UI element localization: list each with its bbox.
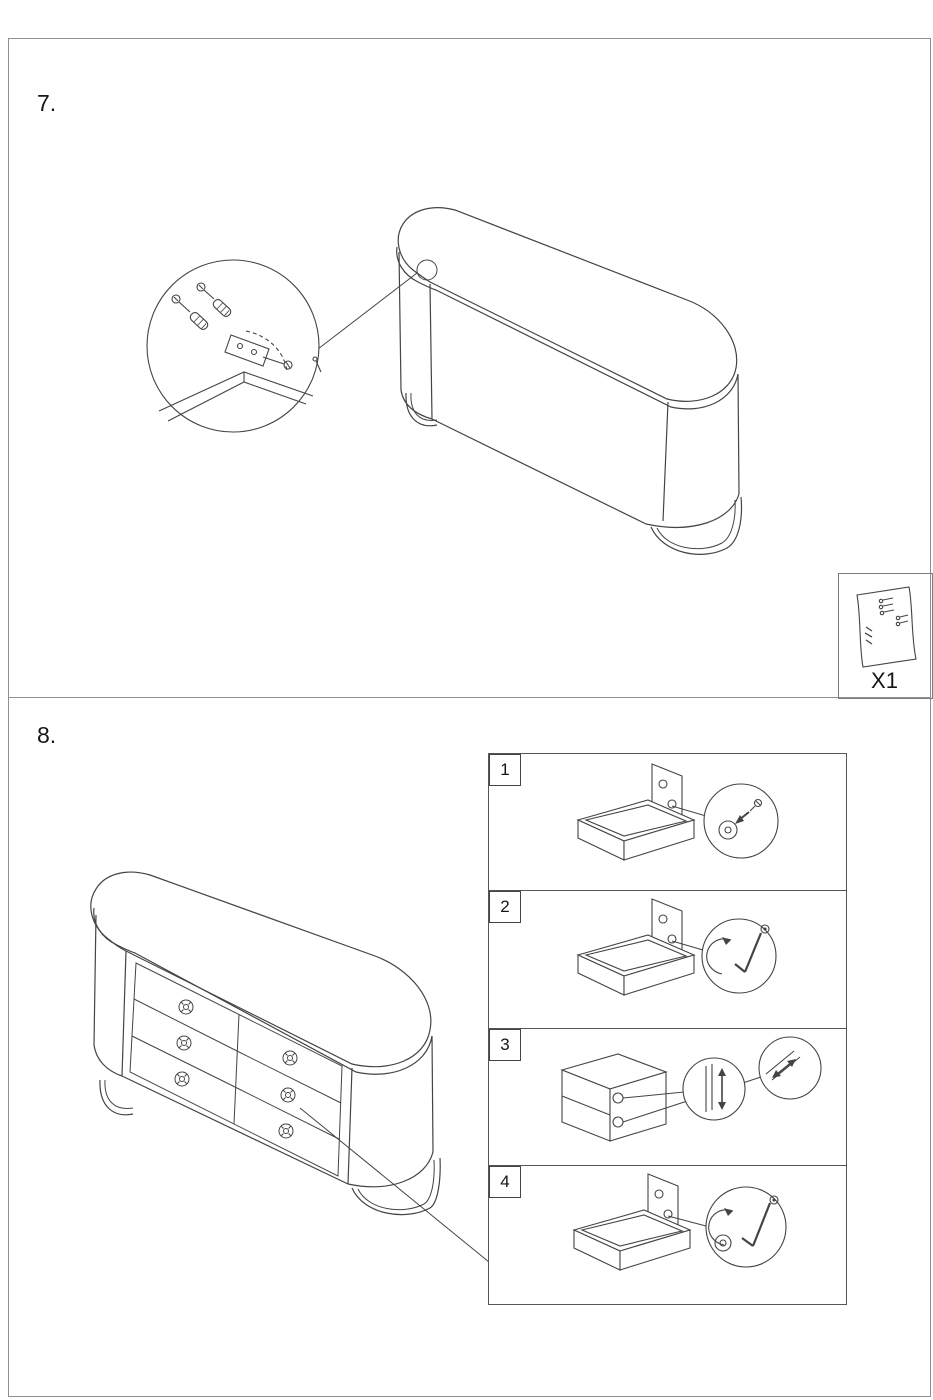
substep-4-number-box: 4 <box>489 1166 521 1198</box>
allen-key-icon <box>734 932 763 973</box>
step-8-label: 8. <box>37 722 57 748</box>
substep-1-number-box: 1 <box>489 754 521 786</box>
push-arrow-icon <box>735 815 744 824</box>
step7-bracket-detail-circle <box>146 259 322 433</box>
substep-divider <box>488 1028 846 1029</box>
step-7-label: 7. <box>37 90 57 116</box>
knob-icon <box>714 1234 732 1252</box>
substep-2-number-box: 2 <box>489 891 521 923</box>
screw-packet-sheet-icon <box>856 586 917 668</box>
hardware-quantity-label: X1 <box>871 668 898 693</box>
substep-3-number-box: 3 <box>489 1029 521 1061</box>
substep1-drawer-diagram <box>577 763 779 861</box>
substep3-cabinet-diagram <box>560 1036 822 1142</box>
nail-icon <box>312 356 322 373</box>
step8-sideboard-diagram <box>90 871 490 1263</box>
rotate-arrow-icon <box>708 1209 734 1246</box>
mounting-bracket-icon <box>224 334 293 370</box>
screw-anchor-icon <box>171 294 209 331</box>
page-border <box>8 38 931 1397</box>
substep-divider <box>488 890 846 891</box>
substep-number-label: 2 <box>500 897 510 916</box>
rotate-arrow-icon <box>706 938 732 975</box>
substep2-drawer-diagram <box>577 898 777 996</box>
diagonal-adjust-arrow-icon <box>775 1061 793 1076</box>
substep-number-label: 4 <box>500 1172 510 1191</box>
section-divider <box>8 697 930 698</box>
substep4-drawer-diagram <box>573 1173 787 1271</box>
step7-sideboard-diagram <box>317 207 743 555</box>
substep-divider <box>488 1165 846 1166</box>
substeps-panel <box>488 753 847 1305</box>
substep-number-label: 1 <box>500 760 510 779</box>
substep-number-label: 3 <box>500 1035 510 1054</box>
allen-key-icon <box>741 1202 772 1247</box>
screw-anchor-icon <box>196 282 232 318</box>
